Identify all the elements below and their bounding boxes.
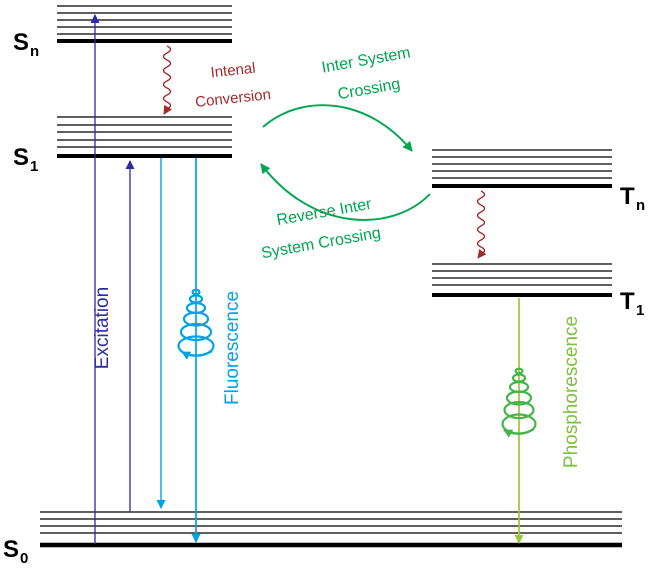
sn-label-subscript: n — [30, 43, 39, 60]
t1-label-subscript: 1 — [636, 302, 644, 319]
tn-label: T — [620, 183, 635, 210]
fluorescence-label: Fluorescence — [222, 291, 243, 405]
s1-label-subscript: 1 — [30, 158, 38, 175]
t1-level — [432, 263, 612, 297]
reverse-intersystem-crossing-label-line1: Reverse Inter — [275, 196, 373, 230]
intersystem-crossing-arrow — [262, 104, 413, 152]
sn-label: S — [13, 29, 29, 56]
t1-label: T — [620, 288, 635, 315]
internal-conversion-arrow — [162, 45, 172, 115]
reverse-intersystem-crossing-label-line2: System Crossing — [260, 225, 382, 263]
fluorescence-coil — [177, 288, 215, 360]
intersystem-crossing-label-line1: Inter System — [320, 44, 411, 76]
fluorescence-arrows — [156, 158, 201, 543]
internal-conversion-label-line2: Conversion — [194, 86, 271, 111]
excitation-label: Excitation — [92, 287, 113, 369]
tn-level — [432, 149, 612, 188]
internal-conversion-label-line1: Intenal — [210, 60, 257, 82]
phosphorescence-label: Phosphorescence — [561, 316, 582, 468]
s0-label: S — [3, 536, 19, 563]
s1-level — [57, 116, 232, 158]
s1-label: S — [13, 144, 29, 171]
s0-label-subscript: 0 — [20, 550, 28, 567]
s0-level — [40, 511, 622, 548]
phosphorescence-coil — [501, 367, 537, 438]
tn-label-subscript: n — [636, 197, 645, 214]
triplet-internal-conversion-arrow — [476, 190, 487, 259]
reverse-intersystem-crossing-arrow — [260, 163, 431, 221]
excitation-arrows — [90, 14, 135, 544]
sn-level — [57, 5, 232, 43]
intersystem-crossing-label-line2: Crossing — [337, 76, 402, 104]
